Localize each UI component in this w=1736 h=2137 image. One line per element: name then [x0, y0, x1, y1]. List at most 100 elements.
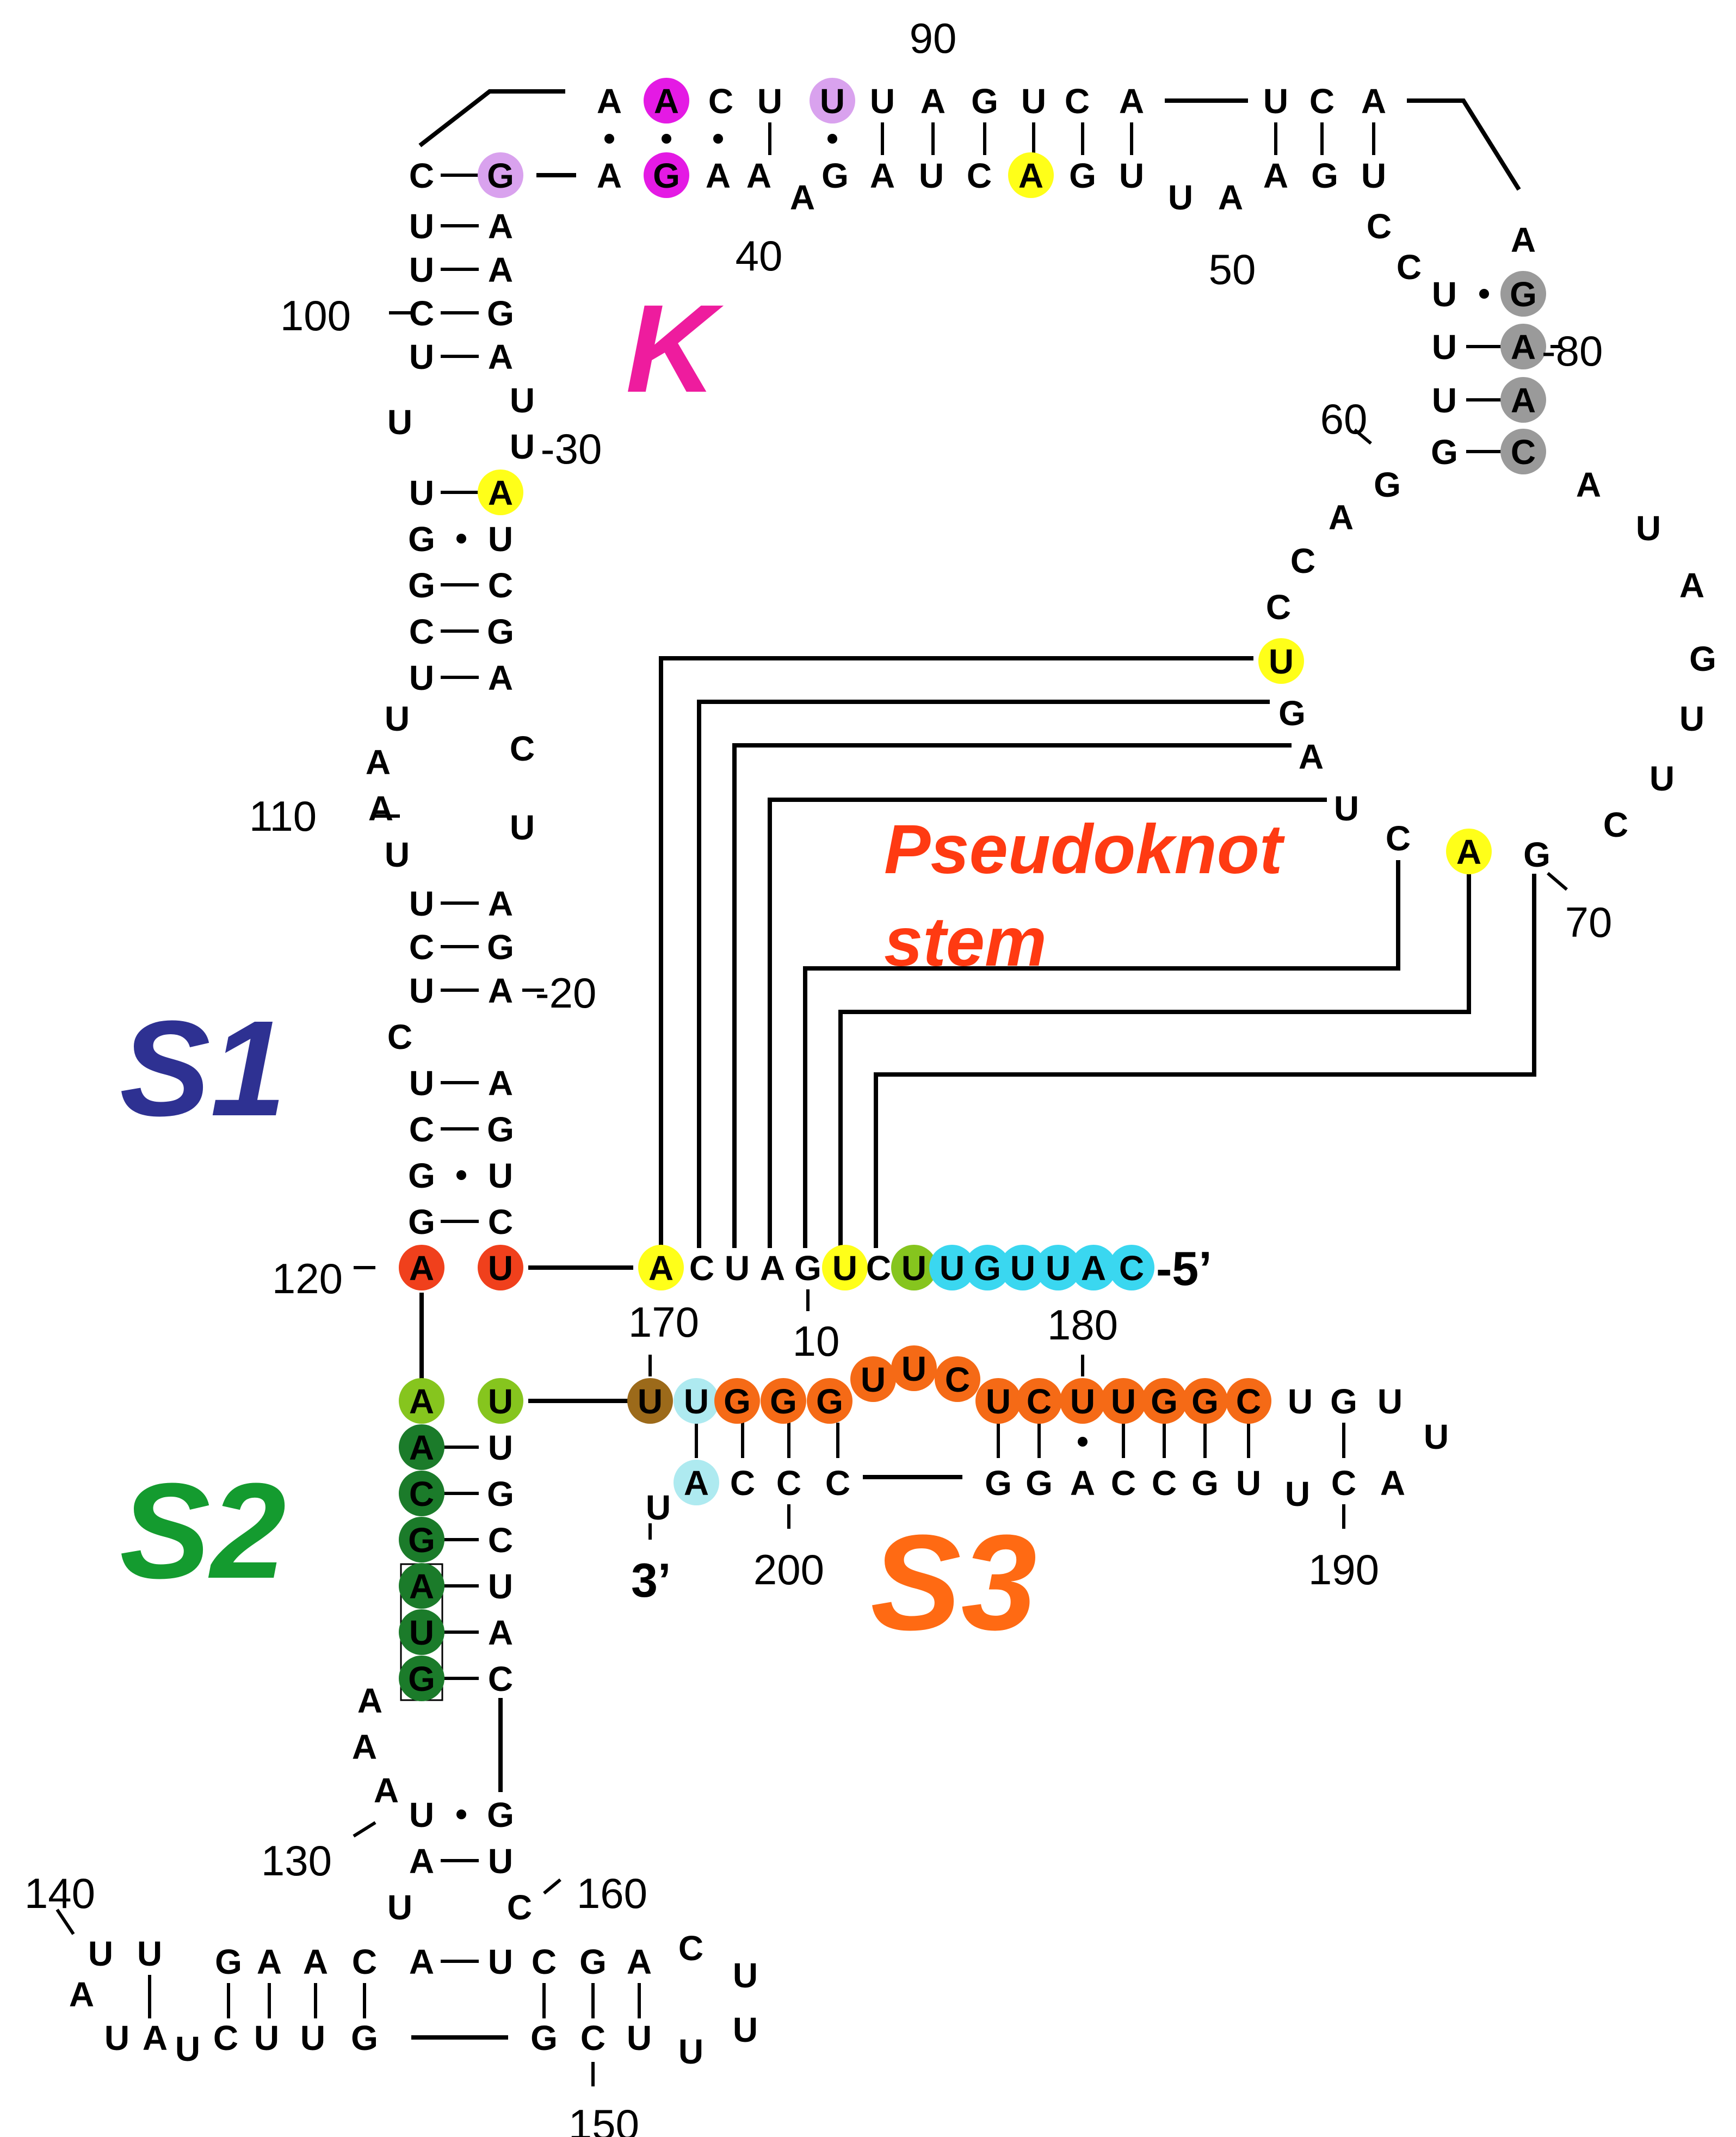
nucleotide: A — [1576, 465, 1601, 504]
nucleotide-highlight — [1500, 377, 1546, 423]
nucleotide: C — [825, 1463, 850, 1503]
nucleotide-highlight — [399, 1378, 444, 1424]
nucleotide: U — [1046, 1249, 1071, 1288]
domain-label-s3: S3 — [870, 1506, 1037, 1658]
nucleotide: A — [1511, 220, 1536, 260]
nucleotide: G — [487, 1110, 514, 1149]
nucleotide: C — [866, 1249, 891, 1288]
nucleotide: A — [1070, 1463, 1095, 1503]
nucleotide: A — [488, 473, 513, 512]
nucleotide-highlight — [891, 1345, 937, 1391]
nucleotide: U — [409, 658, 434, 697]
nucleotide: U — [1236, 1463, 1261, 1503]
nucleotide: U — [1649, 759, 1675, 798]
position-number: 120 — [272, 1255, 343, 1302]
nucleotide: A — [1679, 566, 1704, 605]
nucleotide-highlight — [1109, 1245, 1154, 1290]
nucleotide-highlight — [1060, 1378, 1105, 1424]
nucleotide: G — [408, 1659, 435, 1699]
nucleotide: U — [1424, 1417, 1449, 1456]
nucleotide: U — [725, 1249, 750, 1288]
nucleotide: C — [409, 1110, 434, 1149]
nucleotide: U — [385, 835, 410, 874]
nucleotide: C — [488, 1521, 513, 1560]
nucleotide: U — [409, 250, 434, 289]
nucleotide: C — [730, 1463, 755, 1503]
nucleotide: U — [1377, 1382, 1403, 1421]
nucleotide: A — [409, 1567, 434, 1606]
nucleotide-highlight — [644, 152, 689, 198]
nucleotide: C — [1266, 588, 1291, 627]
nucleotide: U — [510, 427, 535, 466]
nucleotide-highlight — [965, 1245, 1010, 1290]
nucleotide: U — [488, 1382, 513, 1421]
nucleotide: C — [352, 1942, 377, 1981]
nucleotide: A — [488, 1613, 513, 1652]
nucleotide: A — [760, 1249, 785, 1288]
nucleotide: C — [387, 1017, 412, 1057]
nucleotide-highlight — [638, 1245, 684, 1290]
nucleotide: G — [1374, 465, 1401, 504]
nucleotide: C — [409, 612, 434, 651]
nucleotide: C — [945, 1360, 970, 1399]
nucleotide: A — [488, 884, 513, 923]
nucleotide-highlight — [627, 1378, 673, 1424]
nucleotide: G — [530, 2018, 558, 2058]
nucleotide: U — [300, 2018, 325, 2058]
nucleotide: U — [733, 1956, 758, 1995]
nucleotide: G — [1069, 156, 1096, 195]
nucleotide: U — [510, 808, 535, 847]
nucleotide: U — [1263, 82, 1288, 121]
nucleotide: A — [488, 250, 513, 289]
nucleotide: C — [1397, 248, 1422, 287]
nucleotide: U — [1432, 275, 1457, 314]
nucleotide-highlight — [850, 1356, 896, 1402]
position-number: 40 — [736, 232, 783, 280]
position-number: 200 — [753, 1546, 824, 1594]
nucleotide: U — [488, 1428, 513, 1467]
nucleotide: G — [351, 2018, 378, 2058]
nucleotide: G — [487, 612, 514, 651]
nucleotide: C — [776, 1463, 801, 1503]
nucleotide: U — [254, 2018, 279, 2058]
nucleotide-highlight — [478, 1378, 523, 1424]
nucleotide: U — [409, 337, 434, 376]
nucleotide: G — [816, 1382, 843, 1421]
nucleotide-highlight — [810, 78, 855, 123]
nucleotide-highlight — [1500, 429, 1546, 474]
nucleotide-highlight — [1000, 1245, 1046, 1290]
nucleotide: U — [137, 1934, 162, 1973]
backbone-and-pairing-lines — [55, 89, 1568, 2086]
nucleotide: G — [1311, 156, 1338, 195]
nucleotide: C — [409, 294, 434, 333]
nucleotide: U — [1010, 1249, 1035, 1288]
nucleotide: C — [1119, 1249, 1144, 1288]
nucleotide-highlight — [399, 1245, 444, 1290]
nucleotide: G — [1431, 433, 1458, 472]
nucleotide-highlight — [807, 1378, 852, 1424]
nucleotide: C — [532, 1942, 557, 1981]
nucleotide: G — [974, 1249, 1001, 1288]
nucleotide: U — [387, 403, 412, 442]
nucleotide: C — [1367, 207, 1392, 246]
nucleotide: A — [409, 1382, 434, 1421]
nucleotide: A — [706, 156, 731, 195]
nucleotide: G — [1191, 1382, 1219, 1421]
nucleotide: G — [821, 156, 849, 195]
nucleotide: U — [409, 1795, 434, 1835]
nucleotide: U — [684, 1382, 709, 1421]
nucleotide: U — [1432, 381, 1457, 420]
nucleotide: U — [1021, 82, 1046, 121]
nucleotide: U — [488, 1249, 513, 1288]
nucleotide: G — [1191, 1463, 1219, 1503]
position-number: -80 — [1542, 327, 1603, 375]
nucleotide-highlight — [1035, 1245, 1081, 1290]
position-number: -30 — [541, 425, 602, 473]
nucleotide: G — [724, 1382, 751, 1421]
nucleotide: C — [678, 1929, 703, 1968]
nucleotide: A — [597, 156, 622, 195]
nucleotide: A — [1511, 328, 1536, 367]
nucleotide-highlight — [1446, 829, 1492, 874]
